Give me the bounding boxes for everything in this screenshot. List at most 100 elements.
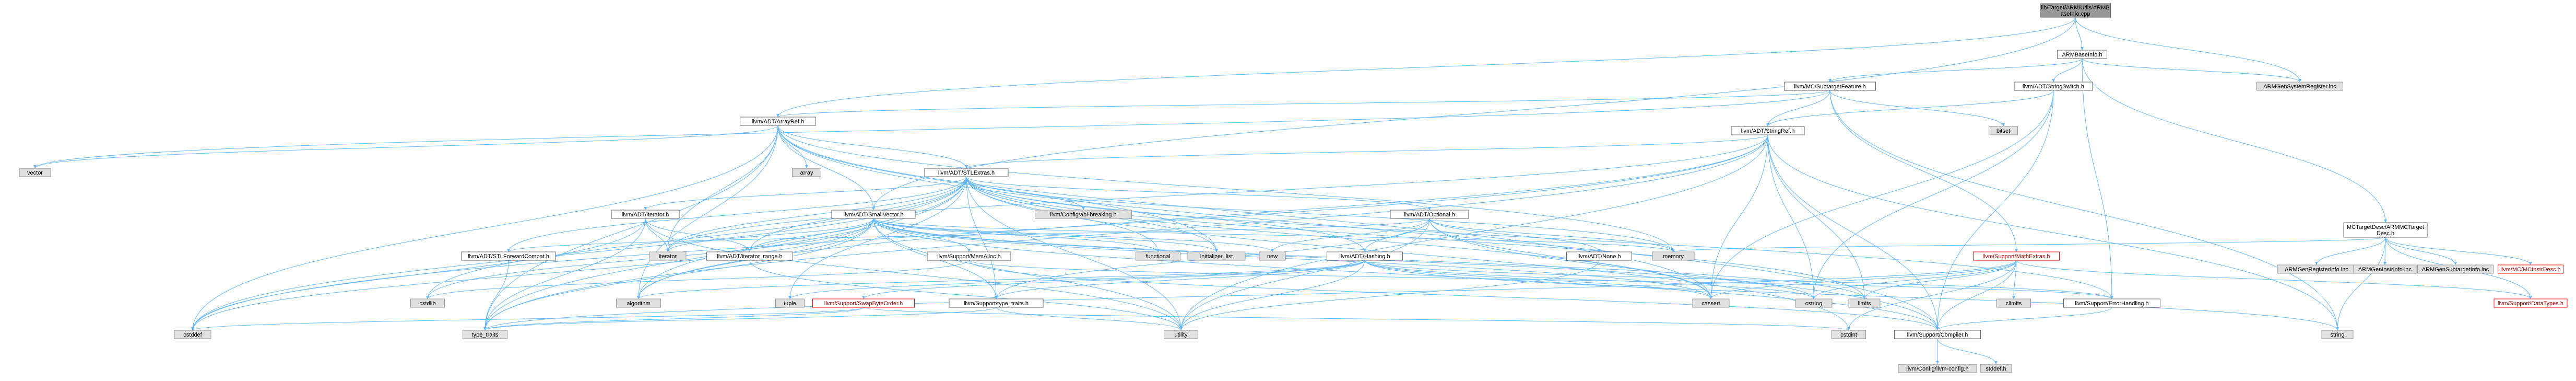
node-armgeninstrinfo[interactable]: ARMGenInstrInfo.inc	[2353, 264, 2417, 274]
node-array[interactable]: array	[792, 168, 821, 177]
include-edge	[34, 125, 778, 169]
node-label: initializer_list	[1200, 253, 1233, 260]
node-llvm-config[interactable]: llvm/Config/llvm-config.h	[1898, 364, 1977, 373]
node-stddef[interactable]: stddef.h	[1980, 364, 2012, 373]
node-box	[1973, 251, 2060, 261]
node-label: MCTargetDesc/ARMMCTarget	[2347, 224, 2424, 230]
node-iterator-range[interactable]: llvm/ADT/iterator_range.h	[706, 251, 793, 261]
node-climits[interactable]: climits	[1996, 298, 2031, 308]
edge-arrowhead	[1672, 249, 1675, 252]
node-vector[interactable]: vector	[19, 168, 51, 177]
node-cstddef[interactable]: cstddef	[174, 330, 211, 339]
node-box	[1136, 251, 1180, 261]
node-datatypes[interactable]: llvm/Support/DataTypes.h	[2494, 298, 2568, 308]
node-mcinstrdesc[interactable]: llvm/MC/MCInstrDesc.h	[2498, 264, 2563, 274]
include-edge	[645, 218, 1181, 331]
node-label: ARMGenRegisterInfo.inc	[2285, 267, 2348, 273]
include-edge	[485, 260, 2017, 331]
node-box	[1259, 251, 1286, 261]
node-label: llvm/Support/ErrorHandling.h	[2075, 301, 2148, 307]
node-label: llvm/ADT/iterator.h	[622, 212, 669, 218]
node-optional[interactable]: llvm/ADT/Optional.h	[1390, 210, 1469, 219]
node-iterator[interactable]: iterator	[649, 251, 687, 261]
include-edge	[2385, 237, 2531, 265]
node-memalloc[interactable]: llvm/Support/MemAlloc.h	[927, 251, 1011, 261]
node-limits[interactable]: limits	[1848, 298, 1881, 308]
node-swapbyteorder[interactable]: llvm/Support/SwapByteOrder.h	[812, 298, 915, 308]
edge-arrowhead	[776, 114, 779, 117]
node-arraymatrix-arrayref[interactable]: llvm/ADT/ArrayRef.h	[740, 117, 816, 126]
node-cstring[interactable]: cstring	[1795, 298, 1833, 308]
node-mathextras[interactable]: llvm/Support/MathExtras.h	[1973, 251, 2060, 261]
node-tuple[interactable]: tuple	[775, 298, 805, 308]
node-cstdlib[interactable]: cstdlib	[410, 298, 445, 308]
node-box	[2256, 82, 2343, 91]
node-armgensysreg[interactable]: ARMGenSystemRegister.inc	[2256, 82, 2343, 91]
include-edge	[777, 125, 807, 169]
node-config-abi[interactable]: llvm/Config/abi-breaking.h	[1035, 210, 1132, 219]
node-box	[2353, 264, 2417, 274]
node-box	[1795, 298, 1833, 308]
node-utility[interactable]: utility	[1164, 330, 1198, 339]
node-armbaseinfo-h[interactable]: ARMBaseInfo.h	[2057, 50, 2107, 59]
node-label: llvm/Support/MemAlloc.h	[937, 253, 1001, 260]
node-subtarget[interactable]: llvm/MC/SubtargetFeature.h	[1784, 82, 1876, 91]
node-box	[706, 251, 793, 261]
node-string[interactable]: string	[2321, 330, 2354, 339]
node-armgensubtargetinfo[interactable]: ARMGenSubtargetInfo.inc	[2417, 264, 2494, 274]
node-stringref[interactable]: llvm/ADT/StringRef.h	[1731, 126, 1805, 135]
node-initializer-list[interactable]: initializer_list	[1187, 251, 1246, 261]
node-support-typetraits[interactable]: llvm/Support/type_traits.h	[949, 298, 1044, 308]
node-bitset[interactable]: bitset	[1989, 126, 2018, 135]
node-algorithm[interactable]: algorithm	[616, 298, 661, 308]
node-label: llvm/MC/SubtargetFeature.h	[1794, 84, 1866, 90]
edge-arrowhead	[1994, 361, 1998, 364]
node-cstdint[interactable]: cstdint	[1831, 330, 1866, 339]
node-new[interactable]: new	[1259, 251, 1286, 261]
edge-arrowhead	[967, 249, 971, 252]
node-hashing[interactable]: llvm/ADT/Hashing.h	[1327, 251, 1403, 261]
node-stlforwardcompat[interactable]: llvm/ADT/STLForwardCompat.h	[461, 251, 556, 261]
node-root[interactable]: lib/Target/ARM/Utils/ARMBaseInfo.cpp	[2040, 3, 2111, 18]
node-stlextras[interactable]: llvm/ADT/STLExtras.h	[924, 168, 1009, 177]
include-edge	[667, 176, 967, 252]
edge-arrowhead	[872, 207, 875, 210]
node-errorhandling[interactable]: llvm/Support/ErrorHandling.h	[2063, 298, 2160, 308]
node-label: algorithm	[627, 301, 650, 307]
node-box	[2417, 264, 2494, 274]
node-stringswitch[interactable]: llvm/ADT/StringSwitch.h	[2014, 82, 2093, 91]
node-armgenregisterinfo[interactable]: ARMGenRegisterInfo.inc	[2277, 264, 2356, 274]
node-box	[1035, 210, 1132, 219]
include-edge	[863, 260, 1365, 299]
node-box	[2014, 82, 2093, 91]
include-edge	[777, 125, 967, 169]
node-compiler[interactable]: llvm/Support/Compiler.h	[1894, 330, 1981, 339]
node-box	[2040, 3, 2111, 18]
include-edge	[863, 307, 1849, 331]
node-box	[1996, 298, 2031, 308]
node-label: cstddef	[183, 332, 202, 338]
node-none[interactable]: llvm/ADT/None.h	[1566, 251, 1632, 261]
node-label: ARMGenInstrInfo.inc	[2358, 267, 2412, 273]
node-box	[1980, 364, 2012, 373]
include-edge	[777, 125, 1674, 252]
node-functional[interactable]: functional	[1136, 251, 1180, 261]
node-type-traits[interactable]: type_traits	[463, 330, 507, 339]
include-edge	[2075, 17, 2083, 51]
node-label: utility	[1174, 332, 1188, 338]
edge-arrowhead	[2081, 47, 2084, 50]
node-label: ARMGenSubtargetInfo.inc	[2422, 267, 2489, 273]
node-memory[interactable]: memory	[1652, 251, 1695, 261]
node-smallvector[interactable]: llvm/ADT/SmallVector.h	[831, 210, 916, 219]
include-edge	[749, 260, 1181, 331]
edge-arrowhead	[1847, 327, 1850, 330]
edge-arrowhead	[637, 296, 640, 299]
node-adt-iterator[interactable]: llvm/ADT/iterator.h	[611, 210, 680, 219]
node-box	[1187, 251, 1246, 261]
include-edge	[427, 176, 967, 299]
edge-arrowhead	[1598, 249, 1601, 252]
include-edge	[873, 218, 1711, 299]
node-cassert[interactable]: cassert	[1692, 298, 1730, 308]
include-edge	[1180, 218, 1430, 331]
